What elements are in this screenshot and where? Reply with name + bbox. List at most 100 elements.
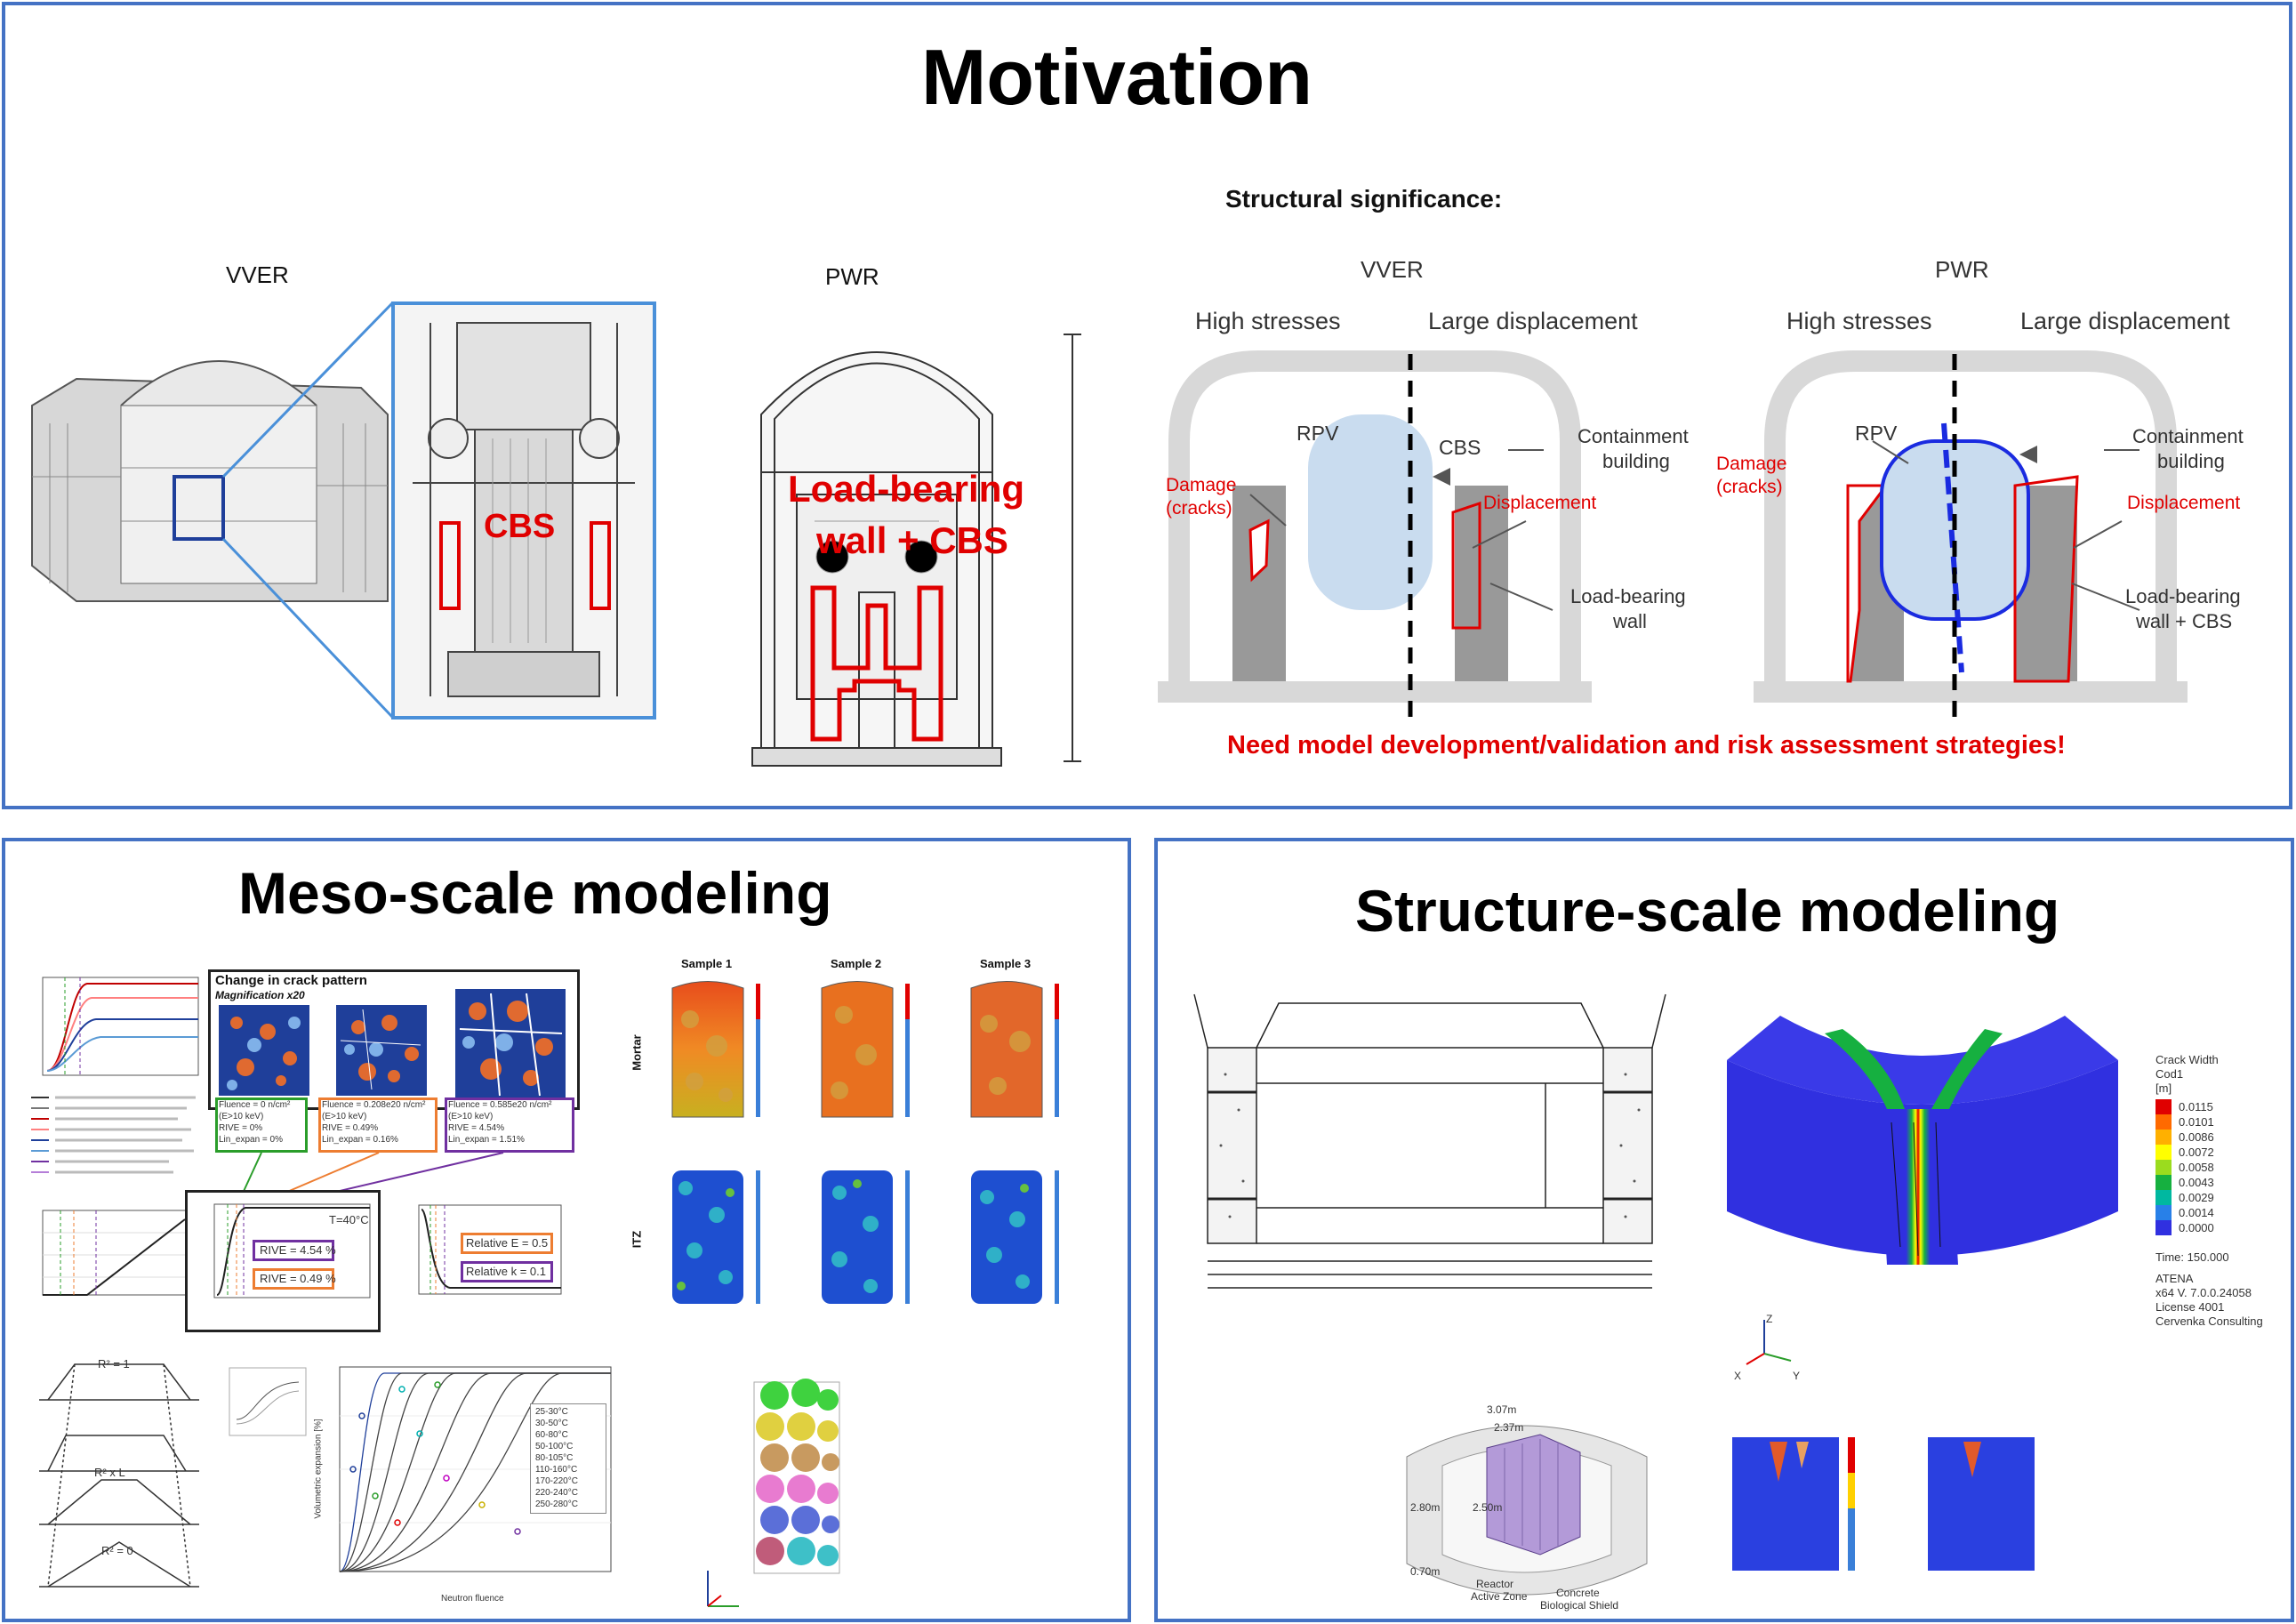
meso-panel: Meso-scale modeling Change in crack patt…	[2, 838, 1131, 1622]
legend-title-2: Cod1	[2156, 1067, 2184, 1081]
pwr-overlay-line1: Load-bearing	[788, 468, 1025, 510]
legend-value: 0.0115	[2179, 1100, 2213, 1113]
legend-title-1: Crack Width	[2156, 1053, 2219, 1066]
vver-zoom-lines	[221, 301, 394, 719]
r2-label-1: R² = 1	[98, 1357, 130, 1371]
legend-swatch	[2156, 1205, 2172, 1220]
dim-label-4: 0.70m	[1410, 1565, 1441, 1578]
sig-vver-loadbearing-1: Load-bearing	[1570, 585, 1686, 607]
r2-label-3: R² = 0	[101, 1544, 133, 1557]
legend-value: 0.0072	[2179, 1146, 2214, 1159]
temp-legend-6: 170-220°C	[535, 1476, 578, 1486]
sig-pwr-schematic	[1754, 350, 2188, 717]
reactor-label-1: Reactor	[1476, 1578, 1514, 1590]
structure-title: Structure-scale modeling	[1355, 878, 2060, 944]
sig-pwr-containment-2: building	[2157, 450, 2225, 472]
sig-vver-rpv: RPV	[1297, 422, 1339, 445]
biological-shield-3d	[1406, 1425, 1648, 1596]
sample-3-itz	[971, 1170, 1059, 1304]
axis-y: Y	[1793, 1370, 1801, 1382]
sample-3-label: Sample 3	[980, 957, 1032, 970]
temp-legend-0: 25-30°C	[535, 1407, 568, 1417]
fluence-box-2-line3: RIVE = 4.54%	[448, 1123, 505, 1133]
sample-3-mortar	[970, 981, 1059, 1118]
legend-swatch	[2156, 1114, 2172, 1130]
small-inset-plot	[229, 1367, 307, 1436]
fluence-box-2	[445, 1097, 574, 1153]
software-line-4: Cervenka Consulting	[2156, 1314, 2263, 1328]
legend-value: 0.0086	[2179, 1130, 2214, 1144]
meso-axis-triad	[707, 1571, 739, 1607]
sig-vver-containment-1: Containment	[1577, 425, 1689, 447]
pwr-drawing	[751, 334, 1081, 767]
sig-pwr-high-stresses: High stresses	[1786, 308, 1932, 334]
motivation-title: Motivation	[921, 33, 1313, 121]
shield-label-1: Concrete	[1556, 1587, 1600, 1599]
fluence-box-0	[215, 1097, 308, 1153]
shield-label-2: Biological Shield	[1540, 1599, 1619, 1612]
row-label-mortar: Mortar	[630, 1034, 644, 1071]
fluence-box-0-line1: Fluence = 0 n/cm²	[219, 1100, 291, 1110]
legend-row: 0.0058	[2156, 1160, 2214, 1175]
sig-vver-schematic	[1158, 350, 1592, 717]
sig-pwr-displacement: Displacement	[2127, 493, 2241, 513]
rive-low-box	[253, 1268, 334, 1290]
plot-ylabel: Volumetric expansion [%]	[313, 1419, 324, 1519]
legend-row: 0.0101	[2156, 1114, 2214, 1130]
time-label: Time: 150.000	[2156, 1250, 2229, 1264]
sig-vver-cbs: CBS	[1439, 436, 1481, 459]
temp-legend-4: 80-105°C	[535, 1453, 574, 1463]
crack-volume-plot	[42, 1210, 190, 1296]
sig-pwr-loadbearing-1: Load-bearing	[2125, 585, 2241, 607]
fluence-box-1-line3: RIVE = 0.49%	[322, 1123, 379, 1133]
reactor-label-2: Active Zone	[1471, 1590, 1528, 1603]
pwr-caption: PWR	[825, 263, 879, 290]
sig-vver-high-stresses: High stresses	[1195, 308, 1341, 334]
relative-modulus-plot	[418, 1204, 562, 1295]
legend-row: 0.0086	[2156, 1130, 2214, 1145]
legend-value: 0.0014	[2179, 1206, 2214, 1219]
legend-row: 0.0014	[2156, 1205, 2214, 1220]
rel-e-box	[461, 1233, 553, 1254]
sig-vver-loadbearing-2: wall	[1613, 610, 1647, 632]
rive-high-label: RIVE = 4.54 %	[260, 1243, 336, 1257]
sig-vver-damage-2: (cracks)	[1166, 498, 1232, 519]
r2-schematic	[39, 1363, 199, 1588]
structure-axis-triad	[1746, 1320, 1792, 1365]
sig-pwr-large-displacement: Large displacement	[2020, 308, 2230, 334]
sample-1-label: Sample 1	[681, 957, 733, 970]
legend-value: 0.0058	[2179, 1161, 2214, 1174]
plot-xlabel: Neutron fluence	[441, 1594, 504, 1604]
legend-value: 0.0029	[2179, 1191, 2214, 1204]
sample-2-itz	[822, 1170, 910, 1304]
fluence-box-1	[318, 1097, 438, 1153]
dim-label-0: 3.07m	[1487, 1403, 1517, 1416]
sig-pwr-damage-1: Damage	[1716, 454, 1787, 474]
axis-z: Z	[1766, 1313, 1773, 1325]
sig-pwr-loadbearing-2: wall + CBS	[2136, 610, 2233, 632]
sample-2-mortar	[821, 981, 910, 1118]
rive-high-box	[253, 1240, 334, 1261]
software-line-3: License 4001	[2156, 1300, 2225, 1314]
axis-x: X	[1734, 1370, 1742, 1382]
legend-row: 0.0000	[2156, 1220, 2214, 1235]
crack-pattern-subtitle: Magnification x20	[215, 989, 305, 1001]
sig-vver-damage-1: Damage	[1166, 475, 1237, 495]
temp-legend-8: 250-280°C	[535, 1499, 578, 1509]
need-model-statement: Need model development/validation and ri…	[1227, 731, 2066, 760]
sig-pwr-containment-1: Containment	[2132, 425, 2244, 447]
fluence-box-0-line4: Lin_expan = 0%	[219, 1135, 284, 1145]
temp-legend-3: 50-100°C	[535, 1442, 574, 1451]
legend-row: 0.0043	[2156, 1175, 2214, 1190]
legend-swatch	[2156, 1190, 2172, 1205]
rel-k-box	[461, 1261, 553, 1282]
legend-value: 0.0101	[2179, 1115, 2214, 1129]
shield-cross-section-drawing	[1193, 993, 1666, 1289]
vver-reactor-drawing	[413, 322, 635, 697]
crack-width-3d-model	[1727, 1016, 2118, 1265]
fluence-box-2-line4: Lin_expan = 1.51%	[448, 1135, 525, 1145]
legend-title-3: [m]	[2156, 1081, 2172, 1095]
rel-e-label: Relative E = 0.5	[466, 1236, 549, 1250]
legend-row: 0.0115	[2156, 1099, 2214, 1114]
